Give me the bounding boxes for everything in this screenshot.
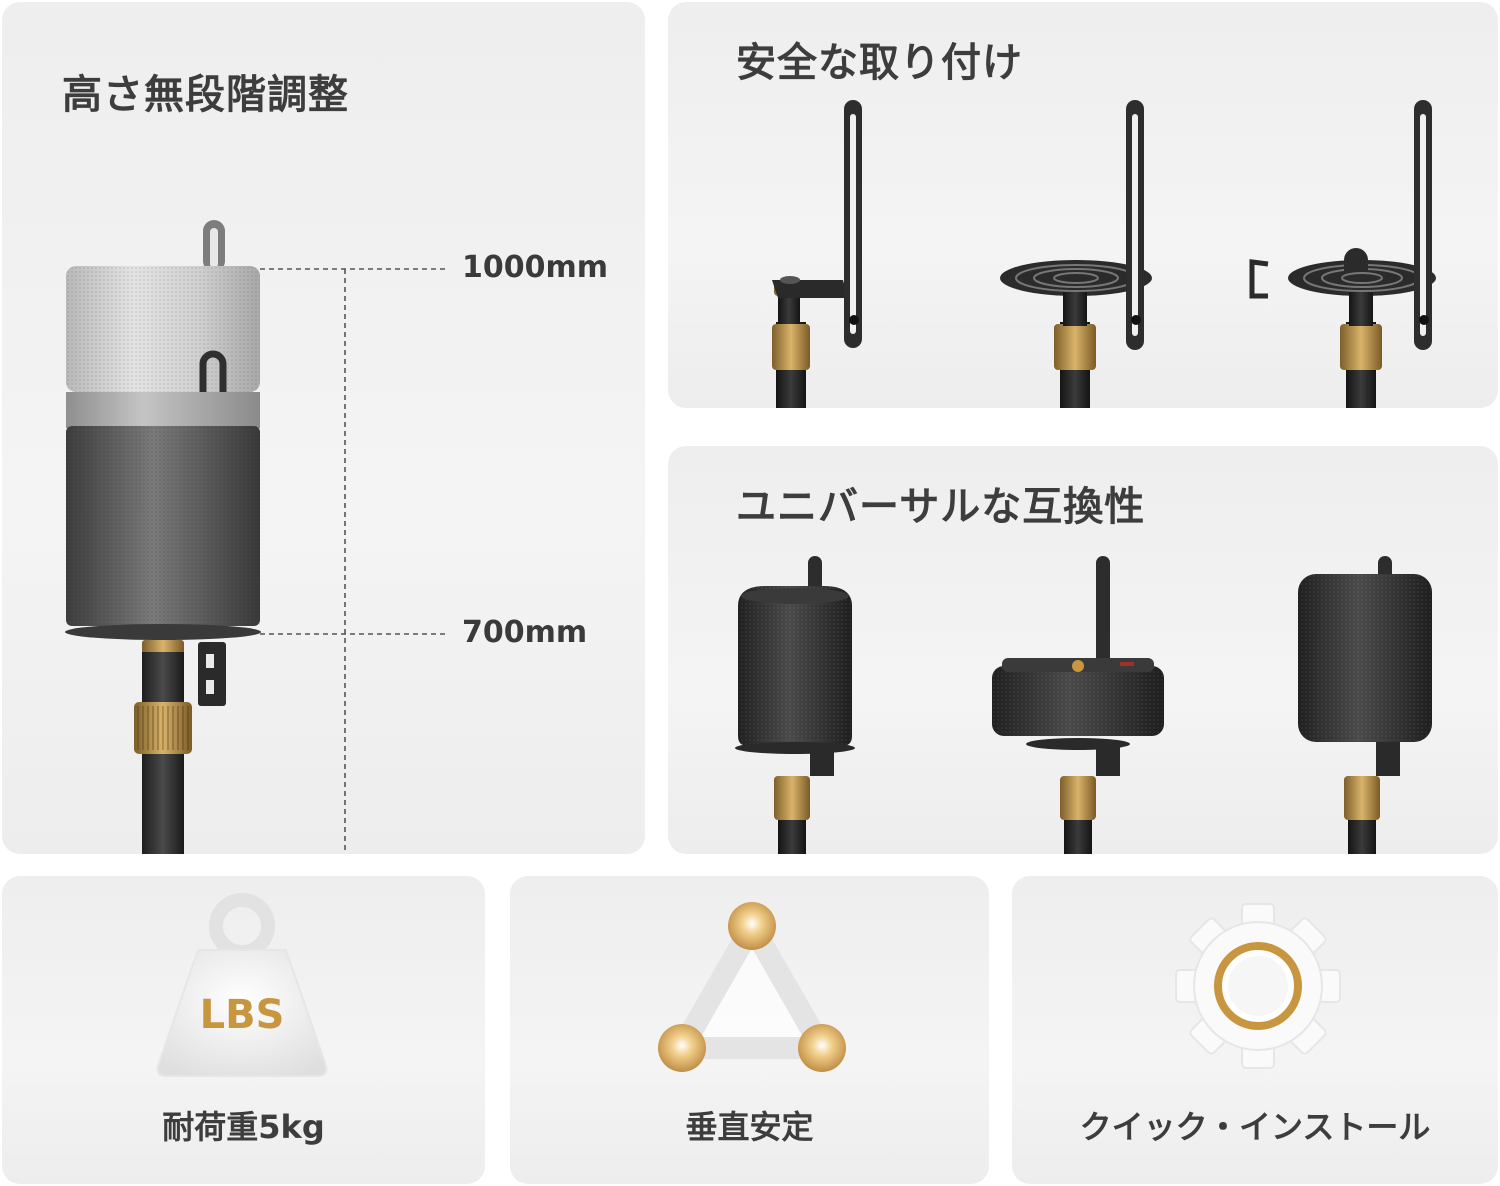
feature-card-stability: 垂直安定 xyxy=(510,876,989,1184)
max-height-label: 1000mm xyxy=(462,250,609,285)
triangle-stability-icon xyxy=(658,902,846,1072)
mount-panel-title: 安全な取り付け xyxy=(736,40,1023,86)
round-tray-mount xyxy=(1000,100,1152,408)
feature-label-load: 耐荷重5kg xyxy=(162,1108,325,1146)
cylinder-speaker xyxy=(735,556,855,854)
feature-label-stability: 垂直安定 xyxy=(685,1108,814,1146)
weight-icon-text: LBS xyxy=(200,992,285,1038)
mount-illustrations xyxy=(772,100,1436,408)
box-speaker xyxy=(1298,556,1432,854)
min-height-label: 700mm xyxy=(462,615,588,650)
speaker-stand-illustration xyxy=(65,220,447,854)
bar-speaker xyxy=(992,556,1164,854)
bracket-arm-mount xyxy=(772,100,862,408)
feature-card-install: クイック・インストール xyxy=(1012,876,1498,1184)
tray-with-clamp-mount xyxy=(1249,100,1436,408)
height-adjustment-panel: 高さ無段階調整 xyxy=(2,2,645,854)
feature-label-install: クイック・インストール xyxy=(1079,1108,1431,1146)
compatibility-panel: ユニバーサルな互換性 xyxy=(668,446,1498,854)
compat-panel-title: ユニバーサルな互換性 xyxy=(736,484,1146,530)
weight-icon: LBS xyxy=(156,893,328,1077)
gear-icon xyxy=(1175,903,1341,1069)
height-panel-title: 高さ無段階調整 xyxy=(62,72,349,118)
feature-card-load: LBS 耐荷重5kg xyxy=(2,876,485,1184)
secure-mount-panel: 安全な取り付け xyxy=(668,2,1498,408)
compat-illustrations xyxy=(735,556,1432,854)
